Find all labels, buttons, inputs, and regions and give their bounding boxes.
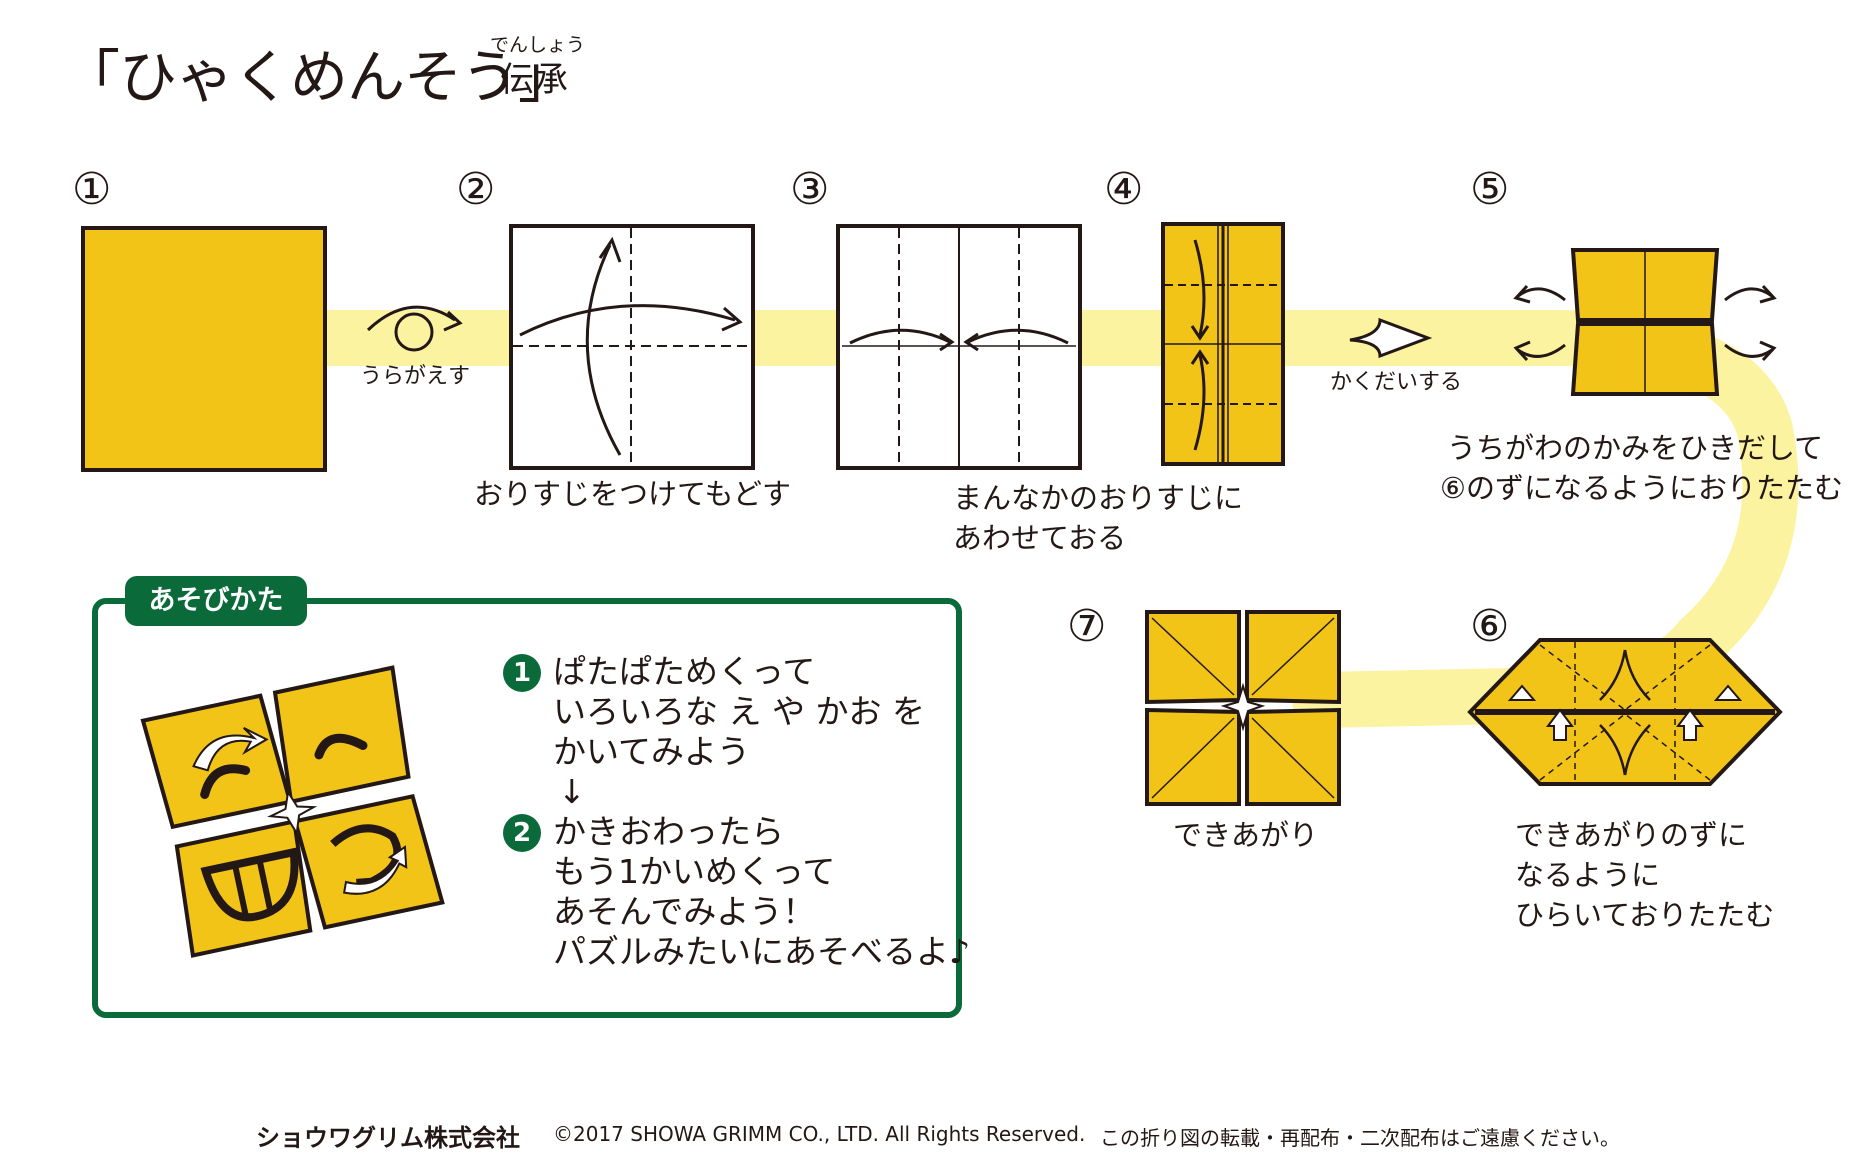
step5-caption-line2: ⑥のずになるようにおりたたむ: [1440, 471, 1843, 505]
step-number-6: ⑥: [1470, 601, 1510, 652]
subtitle: 伝承: [500, 60, 568, 100]
step3-caption-line1: まんなかのおりすじに: [953, 481, 1244, 515]
play-step1-badge: 1: [503, 654, 541, 692]
how-to-play-box: [92, 598, 962, 1018]
step-number-7: ⑦: [1067, 601, 1107, 652]
step6-model: [1467, 638, 1783, 786]
step7-caption: できあがり: [1173, 818, 1319, 852]
turn-over-icon: [366, 305, 463, 352]
step3-caption-line2: あわせておる: [953, 521, 1127, 555]
step-number-3: ③: [790, 164, 830, 215]
step7-finished-model: [1145, 610, 1341, 806]
how-to-play-tag: あそびかた: [125, 576, 307, 626]
play-step2-line2: もう1かいめくって: [553, 852, 836, 891]
play-step2-line1: かきおわったら: [553, 812, 784, 851]
step-number-2: ②: [456, 164, 496, 215]
play-step2-badge: 2: [503, 814, 541, 852]
turn-over-label: うらがえす: [360, 364, 471, 389]
step2-caption: おりすじをつけてもどす: [474, 477, 791, 511]
step6-caption-line1: できあがりのずに: [1515, 818, 1748, 852]
company-logo: ショウワグリム株式会社: [256, 1124, 520, 1152]
play-illustration: [140, 665, 445, 958]
play-step2-line3: あそんでみよう！: [553, 892, 816, 931]
play-step1-line1: ぱたぱためくって: [553, 652, 816, 691]
reprint-notice: この折り図の転載・再配布・二次配布はご遠慮ください。: [1100, 1126, 1620, 1150]
step-number-5: ⑤: [1470, 164, 1510, 215]
step1-square: [81, 226, 327, 472]
step5-caption-line1: うちがわのかみをひきだして: [1447, 431, 1824, 465]
step2-square: [509, 224, 755, 470]
subtitle-ruby: でんしょう: [490, 34, 586, 56]
page-title: 「ひゃくめんそう」: [62, 43, 576, 111]
play-step1-line3: かいてみよう: [553, 732, 751, 771]
step6-caption-line3: ひらいておりたたむ: [1515, 898, 1775, 932]
step3-square: [836, 224, 1082, 470]
step6-caption-line2: なるように: [1515, 858, 1661, 892]
step4-rectangle: [1161, 222, 1285, 466]
enlarge-icon: [1349, 317, 1433, 359]
step5-model: [1513, 248, 1777, 396]
step-number-4: ④: [1104, 164, 1144, 215]
play-down-arrow: ↓: [558, 772, 586, 811]
play-step2-line4: パズルみたいにあそべるよ♪: [553, 932, 971, 971]
step-number-1: ①: [72, 164, 112, 215]
enlarge-label: かくだいする: [1330, 370, 1463, 395]
play-step1-line2: いろいろな え や かお を: [553, 692, 925, 731]
copyright-text: ©2017 SHOWA GRIMM CO., LTD. All Rights R…: [553, 1122, 1086, 1146]
